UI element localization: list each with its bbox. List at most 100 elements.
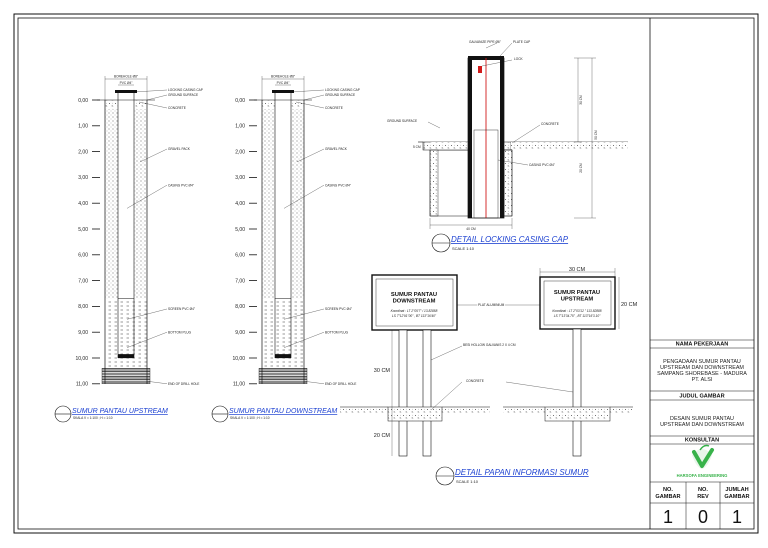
sign-right-line1: SUMUR PANTAU [554,290,600,296]
depth-label: 4,00 [78,201,88,207]
sign-dim-20-side: 20 CM [621,302,638,308]
end-drill-hatch [101,368,151,385]
depth-label: 0,00 [235,98,245,104]
depth-label: 11,00 [233,382,245,388]
sign-left-coord2: LS 7°12'91"00" , BT 113°16'40" [392,314,437,318]
depth-label: 6,00 [78,253,88,259]
outer-border [13,13,759,534]
leader-line [138,101,168,109]
judul-line-2: UPSTREAM DAN DOWNSTREAM [660,422,744,428]
depth-label: 4,00 [235,201,245,207]
sign-besi-label: BESI HOLLOW GALVANIS 2 X 4 CM [463,343,516,347]
locking-cap [272,90,294,93]
sign-plat-label: PLAT ALUMINIUM [478,303,505,307]
leader-line [303,381,325,384]
leader-line [146,94,168,101]
sign-right-coord2: LS 7°13'34.75" , BT 113°16'3.10" [554,314,601,318]
sign-dim-30-top: 30 CM [569,267,586,273]
casing-label: CASING PVC Ø4" [325,183,351,187]
nama-line-2: UPSTREAM DAN DOWNSTREAM [660,365,744,371]
well-scale: SKALA V = 1:100 ; H = 1:10 [73,416,113,420]
cap-galvanize-label: GALVANIZE PIPE Ø6" [469,40,501,44]
sign-right-board [539,276,616,330]
screen-label: SCREEN PVC Ø4" [168,307,195,311]
sign-left-coord1: Koordinat : LT 2°05'7" / 13.82888 [391,309,438,313]
end-drill-label: END OF DRILL HOLE [168,382,199,386]
no-gambar-value: 1 [663,507,673,527]
depth-label: 5,00 [235,227,245,233]
sign-detail-scale: SCALE 1:10 [456,479,479,484]
leader-line [126,332,168,348]
sign-dim-30-post: 30 CM [374,368,391,374]
leader-line [283,185,325,209]
depth-label: 9,00 [78,330,88,336]
jumlah-label-1: JUMLAH [725,487,748,493]
cap-casing-label: CASING PVC Ø4" [529,163,555,167]
cap-dim-30: 30 CM [579,95,583,105]
leader-line [146,381,168,384]
leader-line [126,308,168,320]
consultant-logo: HARSOFA ENGINEERING [677,444,728,478]
jumlah-label-2: GAMBAR [724,494,749,500]
casing-interior [275,92,291,299]
no-gambar-label-2: GAMBAR [655,494,680,500]
nama-pekerjaan-label: NAMA PEKERJAAN [676,342,729,348]
leader-line [290,89,325,93]
sign-left-board [371,274,458,331]
pvc-label: PVC Ø4" [277,81,290,85]
no-gambar-label-1: NO. [663,487,673,493]
jumlah-value: 1 [732,507,742,527]
well-scale: SKALA V = 1:100 ; H = 1:10 [230,416,270,420]
locking-cap-detail: GALVANIZE PIPE Ø6" PLATE CAP LOCK GROUND… [387,40,628,253]
inner-border [17,17,755,530]
leader-line [133,89,168,93]
sign-left-line1: SUMUR PANTAU [391,292,437,298]
bottom-plug-label: BOTTOM PLUG [325,330,349,334]
pvc-label: PVC Ø4" [120,81,133,85]
end-drill-hatch [258,368,308,385]
sign-dim-20-post: 20 CM [374,433,391,439]
depth-label: 0,00 [78,98,88,104]
leader-line [139,148,168,163]
nama-line-3: SAMPANG SHOREBASE - MADURA [657,371,747,377]
ground-surface-label: GROUND SURFACE [168,93,198,97]
depth-label: 2,00 [78,149,88,155]
leader-line [283,308,325,320]
no-rev-value: 0 [698,507,708,527]
borehole-label: BOREHOLE Ø8" [271,75,295,79]
bottom-plug-label: BOTTOM PLUG [168,330,192,334]
depth-label: 7,00 [235,278,245,284]
well-title: SUMUR PANTAU UPSTREAM [72,408,168,415]
judul-label: JUDUL GAMBAR [679,394,724,400]
judul-line-1: DESAIN SUMUR PANTAU [670,416,734,422]
concrete-label: CONCRETE [325,106,343,110]
depth-label: 10,00 [75,356,88,362]
consultant-name: HARSOFA ENGINEERING [677,473,728,478]
depth-label: 3,00 [78,175,88,181]
cap-dim-20: 20 CM [579,163,583,173]
depth-label: 8,00 [235,304,245,310]
depth-label: 1,00 [78,124,88,130]
depth-label: 5,00 [78,227,88,233]
sign-detail-title: DETAIL PAPAN INFORMASI SUMUR [455,468,589,477]
depth-label: 8,00 [78,304,88,310]
depth-label: 2,00 [235,149,245,155]
locking-cap [115,90,137,93]
leader-line [295,101,325,109]
nama-line-4: PT. ALSI [692,377,713,383]
depth-label: 7,00 [78,278,88,284]
cap-dim-5: 5 CM [413,145,421,149]
leader-line [303,94,325,101]
bottom-plug [275,354,291,359]
concrete-label: CONCRETE [168,106,186,110]
depth-label: 10,00 [232,356,245,362]
no-rev-label-2: REV [697,494,709,500]
cap-detail-title: DETAIL LOCKING CASING CAP [451,235,569,244]
sign-detail: SUMUR PANTAU DOWNSTREAM Koordinat : LT 2… [340,267,638,486]
cap-lock-label: LOCK [514,57,524,61]
cap-dim-50: 50 CM [594,130,598,140]
leader-line [296,148,325,163]
no-rev-label-1: NO. [698,487,708,493]
depth-label: 3,00 [235,175,245,181]
